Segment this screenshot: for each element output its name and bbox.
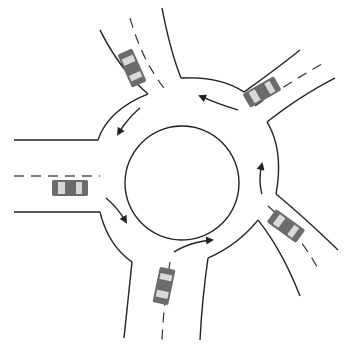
vehicles [52, 48, 305, 305]
north-road-right-edge [161, 7, 182, 79]
outer-ring-segment-bottom-right [207, 219, 259, 259]
southeast-road-lower-edge [257, 219, 301, 297]
car-southeast-windshield [272, 214, 286, 228]
outer-ring-edge [97, 77, 280, 263]
car-northeast-rear-window [264, 80, 276, 95]
car-south-rear-window [159, 273, 173, 282]
car-northeast-windshield [248, 89, 261, 104]
outer-ring-segment-top-left [97, 93, 149, 141]
south-road-left-edge [123, 261, 133, 339]
flow-arrows [105, 94, 265, 253]
car-northeast-body [243, 76, 281, 108]
arrow-northeast-entry [198, 94, 239, 111]
arrow-north-to-west [116, 107, 141, 136]
arrow-west-exit [105, 197, 127, 224]
car-south [152, 267, 176, 305]
car-west [52, 180, 88, 196]
car-northeast [243, 76, 281, 108]
southeast-road-upper-edge [275, 193, 339, 251]
arrow-south-entry [173, 236, 214, 253]
lane-markings [14, 17, 323, 341]
outer-ring-segment-top-right [180, 77, 245, 93]
car-west-body [52, 180, 88, 196]
car-north-body [118, 48, 146, 88]
south-road-right-edge [199, 257, 209, 341]
car-north-windshield [121, 54, 136, 66]
northeast-road-lower-edge [266, 77, 336, 123]
arrow-east-up [256, 162, 265, 195]
car-south-body [152, 267, 176, 305]
car-west-windshield [58, 182, 65, 194]
central-island [124, 125, 240, 241]
car-north-rear-window [128, 71, 143, 82]
north-road-lane-marking [129, 17, 165, 89]
car-southeast-rear-window [287, 224, 300, 238]
approach-road-edges [14, 7, 339, 341]
outer-ring-segment-right [266, 121, 280, 195]
outer-ring-segment-bottom-left [99, 211, 133, 263]
car-north [118, 48, 146, 88]
northeast-road-upper-edge [243, 49, 301, 93]
car-southeast [267, 209, 305, 243]
car-south-windshield [155, 289, 169, 299]
car-west-rear-window [76, 182, 82, 194]
northeast-road-lane-marking [254, 63, 323, 107]
north-road-left-edge [99, 29, 149, 95]
car-southeast-body [267, 209, 305, 243]
